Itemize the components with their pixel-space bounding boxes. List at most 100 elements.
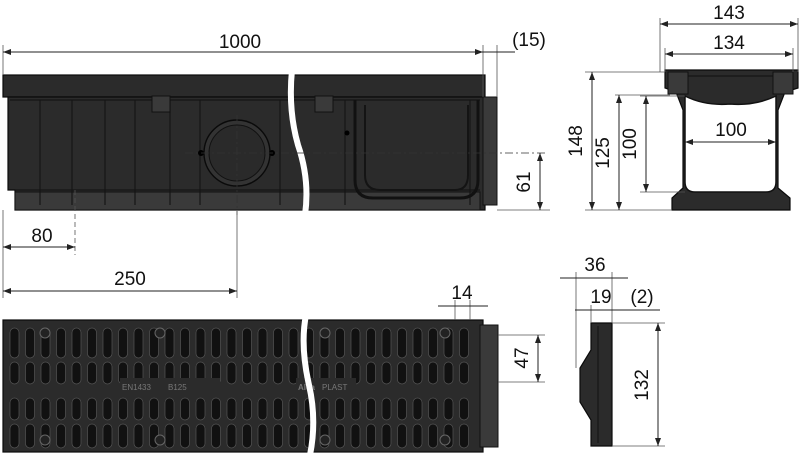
grate-slot — [180, 327, 190, 359]
grate-slot — [180, 397, 190, 421]
grate-slot — [273, 327, 283, 359]
grate-brand-suffix-text: PLAST — [322, 383, 347, 392]
channel-lug-left — [151, 95, 171, 113]
grate-slot — [164, 327, 175, 359]
grate-slot — [118, 397, 128, 421]
dim-length-extra-label: (15) — [512, 30, 546, 51]
grate-slot — [459, 327, 469, 359]
dim-36-label: 36 — [584, 255, 605, 276]
grate-slot — [381, 327, 392, 359]
grate-cross-section — [579, 322, 613, 447]
grate-slot — [366, 423, 376, 449]
grate-slot — [366, 361, 376, 385]
grate-slot — [40, 361, 51, 385]
dim-14-label: 14 — [451, 283, 473, 304]
grate-slot — [412, 327, 423, 359]
dimension-47: 47 — [498, 334, 545, 383]
grate-slot — [102, 397, 113, 421]
grate-bolt — [439, 434, 451, 446]
grate-slot — [381, 423, 392, 449]
dim-148-label: 148 — [566, 125, 587, 157]
grate-slot — [350, 327, 361, 359]
grate-slot — [25, 361, 35, 385]
grate-slot — [211, 423, 221, 449]
grate-slot — [443, 397, 454, 421]
grate-class-text: B125 — [168, 383, 187, 392]
dimension-2: (2) — [612, 287, 660, 311]
grate-bolt — [154, 327, 166, 339]
grate-slot — [428, 361, 438, 385]
grate-slot — [25, 327, 35, 359]
grate-slot — [242, 423, 252, 449]
grate-slot — [428, 423, 438, 449]
section-rim-left — [667, 71, 689, 95]
grate-slot — [87, 327, 97, 359]
section-channel-cavity — [684, 94, 777, 193]
grate-slot — [381, 361, 392, 385]
grate-slot — [40, 397, 51, 421]
dimension-125: 125 — [593, 94, 670, 210]
grate-slot — [226, 423, 237, 449]
dim-channel-width-label: 100 — [715, 120, 747, 141]
grate-slot — [273, 423, 283, 449]
grate-slot — [87, 423, 97, 449]
grate-slot — [164, 397, 175, 421]
dimension-80: 80 — [2, 190, 76, 298]
grate-slot — [459, 423, 469, 449]
grate-slot — [180, 423, 190, 449]
dimension-250: 250 — [3, 215, 238, 298]
channel-top-rim — [2, 74, 486, 98]
channel-u-outline — [353, 100, 480, 200]
dim-134-label: 134 — [713, 33, 745, 54]
grate-slot — [87, 361, 97, 385]
grate-slot — [412, 423, 423, 449]
grate-slot — [288, 397, 299, 421]
grate-slot — [25, 423, 35, 449]
grate-slot — [273, 397, 283, 421]
dimension-14: 14 — [438, 283, 488, 320]
grate-slot — [102, 361, 113, 385]
dim-250-label: 250 — [114, 269, 146, 290]
grate-slot — [56, 397, 66, 421]
grate-break — [300, 314, 317, 455]
dimension-19: 19 — [575, 287, 612, 323]
grate-slot — [443, 361, 454, 385]
grate-slot — [397, 423, 407, 449]
grate-slot — [56, 361, 66, 385]
dimension-61: 61 — [497, 153, 550, 211]
grate-slot — [428, 327, 438, 359]
dim-132-label: 132 — [632, 369, 653, 401]
channel-end-flange — [482, 96, 498, 206]
channel-side-view — [2, 69, 545, 216]
dim-125-label: 125 — [593, 137, 614, 169]
dim-100-vertical-label: 100 — [620, 128, 641, 160]
grate-slot — [288, 423, 299, 449]
dimension-length: 1000 — [2, 32, 484, 97]
dim-19-label: 19 — [590, 287, 611, 308]
grate-slot — [9, 423, 20, 449]
grate-slot — [257, 423, 268, 449]
grate-slot — [366, 397, 376, 421]
grate-slot — [87, 397, 97, 421]
grate-bolt — [39, 434, 51, 446]
grate-slot — [133, 327, 144, 359]
grate-slot — [133, 397, 144, 421]
grate-bolt — [439, 327, 451, 339]
grate-slot — [257, 327, 268, 359]
grate-slot — [397, 361, 407, 385]
grate-slot — [288, 361, 299, 385]
grate-slot — [195, 423, 206, 449]
grate-slot — [319, 397, 330, 421]
grate-slot — [133, 423, 144, 449]
grate-slot — [71, 361, 82, 385]
grate-slot — [118, 327, 128, 359]
dim-61-label: 61 — [514, 171, 535, 192]
grate-slot — [195, 327, 206, 359]
grate-slot — [242, 327, 252, 359]
grate-bolt — [319, 434, 331, 446]
grate-slot — [257, 397, 268, 421]
grate-slot — [459, 397, 469, 421]
grate-slot — [412, 361, 423, 385]
grate-bolt — [154, 434, 166, 446]
grate-slot — [381, 397, 392, 421]
